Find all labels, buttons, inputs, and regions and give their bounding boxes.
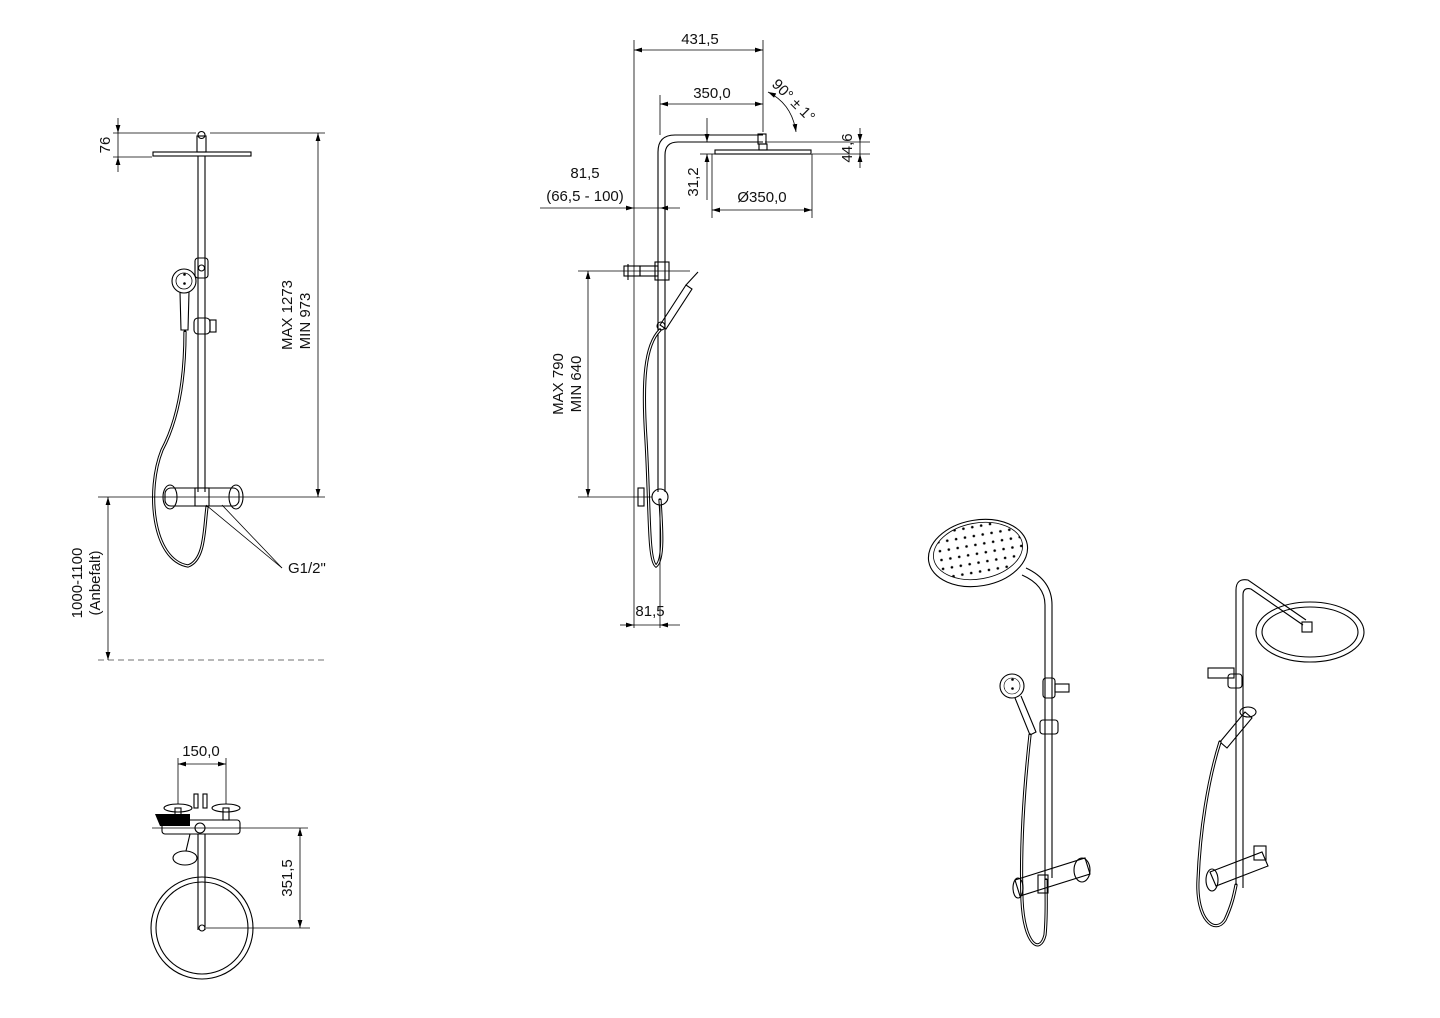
dim-inlet-spacing: 150,0 xyxy=(177,743,227,804)
iso-riser-outer xyxy=(1021,574,1046,880)
thread-leader-1 xyxy=(205,504,283,569)
iso2-mixer xyxy=(1205,845,1269,892)
iso-overhead-head xyxy=(927,518,1029,588)
iso-hose xyxy=(1019,733,1048,947)
iso2-hose xyxy=(1196,740,1238,928)
dim-height-max-label: MAX 1273 xyxy=(279,280,296,350)
front-hose xyxy=(152,330,209,568)
dim-wall-range-label: (66,5 - 100) xyxy=(546,188,624,205)
iso2-riser-outer xyxy=(1235,579,1307,888)
dim-wall-offset-label: 81,5 xyxy=(570,165,599,182)
dim-height: MAX 1273 MIN 973 xyxy=(210,132,325,497)
dim-angle-label: 90° ± 1° xyxy=(768,76,818,126)
dim-supply-height-label: 1000-1100 xyxy=(69,548,86,619)
side-view: 431,5 350,0 90° ± 1° 44,6 81,5 (6 xyxy=(540,31,870,628)
thread-label: G1/2" xyxy=(288,560,326,577)
dim-head-thickness: 44,6 xyxy=(765,128,870,168)
front-view: G1/2" 76 MAX 1273 MIN 973 1000-1100 (Anb… xyxy=(69,118,326,661)
dim-head-diameter-label: Ø350,0 xyxy=(737,189,786,206)
iso-view-back xyxy=(1196,579,1365,928)
dim-height-min-label: MIN 973 xyxy=(297,293,314,350)
thread-leader-2 xyxy=(221,504,283,569)
iso2-wall-bracket xyxy=(1207,667,1243,689)
dim-head-height-label: 76 xyxy=(97,137,114,154)
dim-supply-note-label: (Anbefalt) xyxy=(87,550,104,615)
front-hand-shower xyxy=(171,268,217,335)
iso-view-front xyxy=(927,518,1091,947)
iso-slider-and-bracket xyxy=(1039,677,1070,735)
side-hand-shower xyxy=(656,271,699,331)
dim-head-thickness-label: 44,6 xyxy=(839,133,856,162)
front-overhead-head xyxy=(152,130,252,157)
dim-head-projection: 351,5 xyxy=(206,828,310,929)
dim-supply-height: 1000-1100 (Anbefalt) xyxy=(69,497,111,660)
dim-arm-length-label: 350,0 xyxy=(693,85,731,102)
dim-head-diameter: Ø350,0 xyxy=(711,154,813,218)
front-riser-pipe xyxy=(194,156,209,492)
dim-slide-min-label: MIN 640 xyxy=(568,356,585,413)
iso2-hand-shower xyxy=(1219,706,1257,749)
iso-riser-inner xyxy=(1025,567,1053,878)
dim-bottom-offset-label: 81,5 xyxy=(635,603,664,620)
dim-total-depth-label: 431,5 xyxy=(681,31,719,48)
dim-head-height: 76 xyxy=(97,118,196,172)
dim-slide-range: MAX 790 MIN 640 xyxy=(550,270,690,498)
top-view: 150,0 351,5 xyxy=(150,743,310,980)
iso-mixer xyxy=(1012,857,1091,899)
dim-arm-length: 350,0 xyxy=(659,85,763,135)
dim-total-depth: 431,5 xyxy=(634,31,764,132)
dim-head-projection-label: 351,5 xyxy=(279,859,296,897)
iso-hand-shower xyxy=(999,673,1037,736)
side-overhead-head xyxy=(714,143,812,155)
dim-slide-max-label: MAX 790 xyxy=(550,353,567,415)
dim-drop-label: 31,2 xyxy=(685,167,702,196)
dim-inlet-spacing-label: 150,0 xyxy=(182,743,220,760)
top-hand-shower xyxy=(172,833,198,866)
dim-bottom-offset: 81,5 xyxy=(620,505,680,628)
dim-wall-offset: 81,5 (66,5 - 100) xyxy=(540,165,680,211)
iso2-riser-inner xyxy=(1242,588,1304,888)
dim-drop: 31,2 xyxy=(685,118,715,200)
dim-angle: 90° ± 1° xyxy=(767,76,818,133)
iso2-overhead-head xyxy=(1255,601,1365,663)
